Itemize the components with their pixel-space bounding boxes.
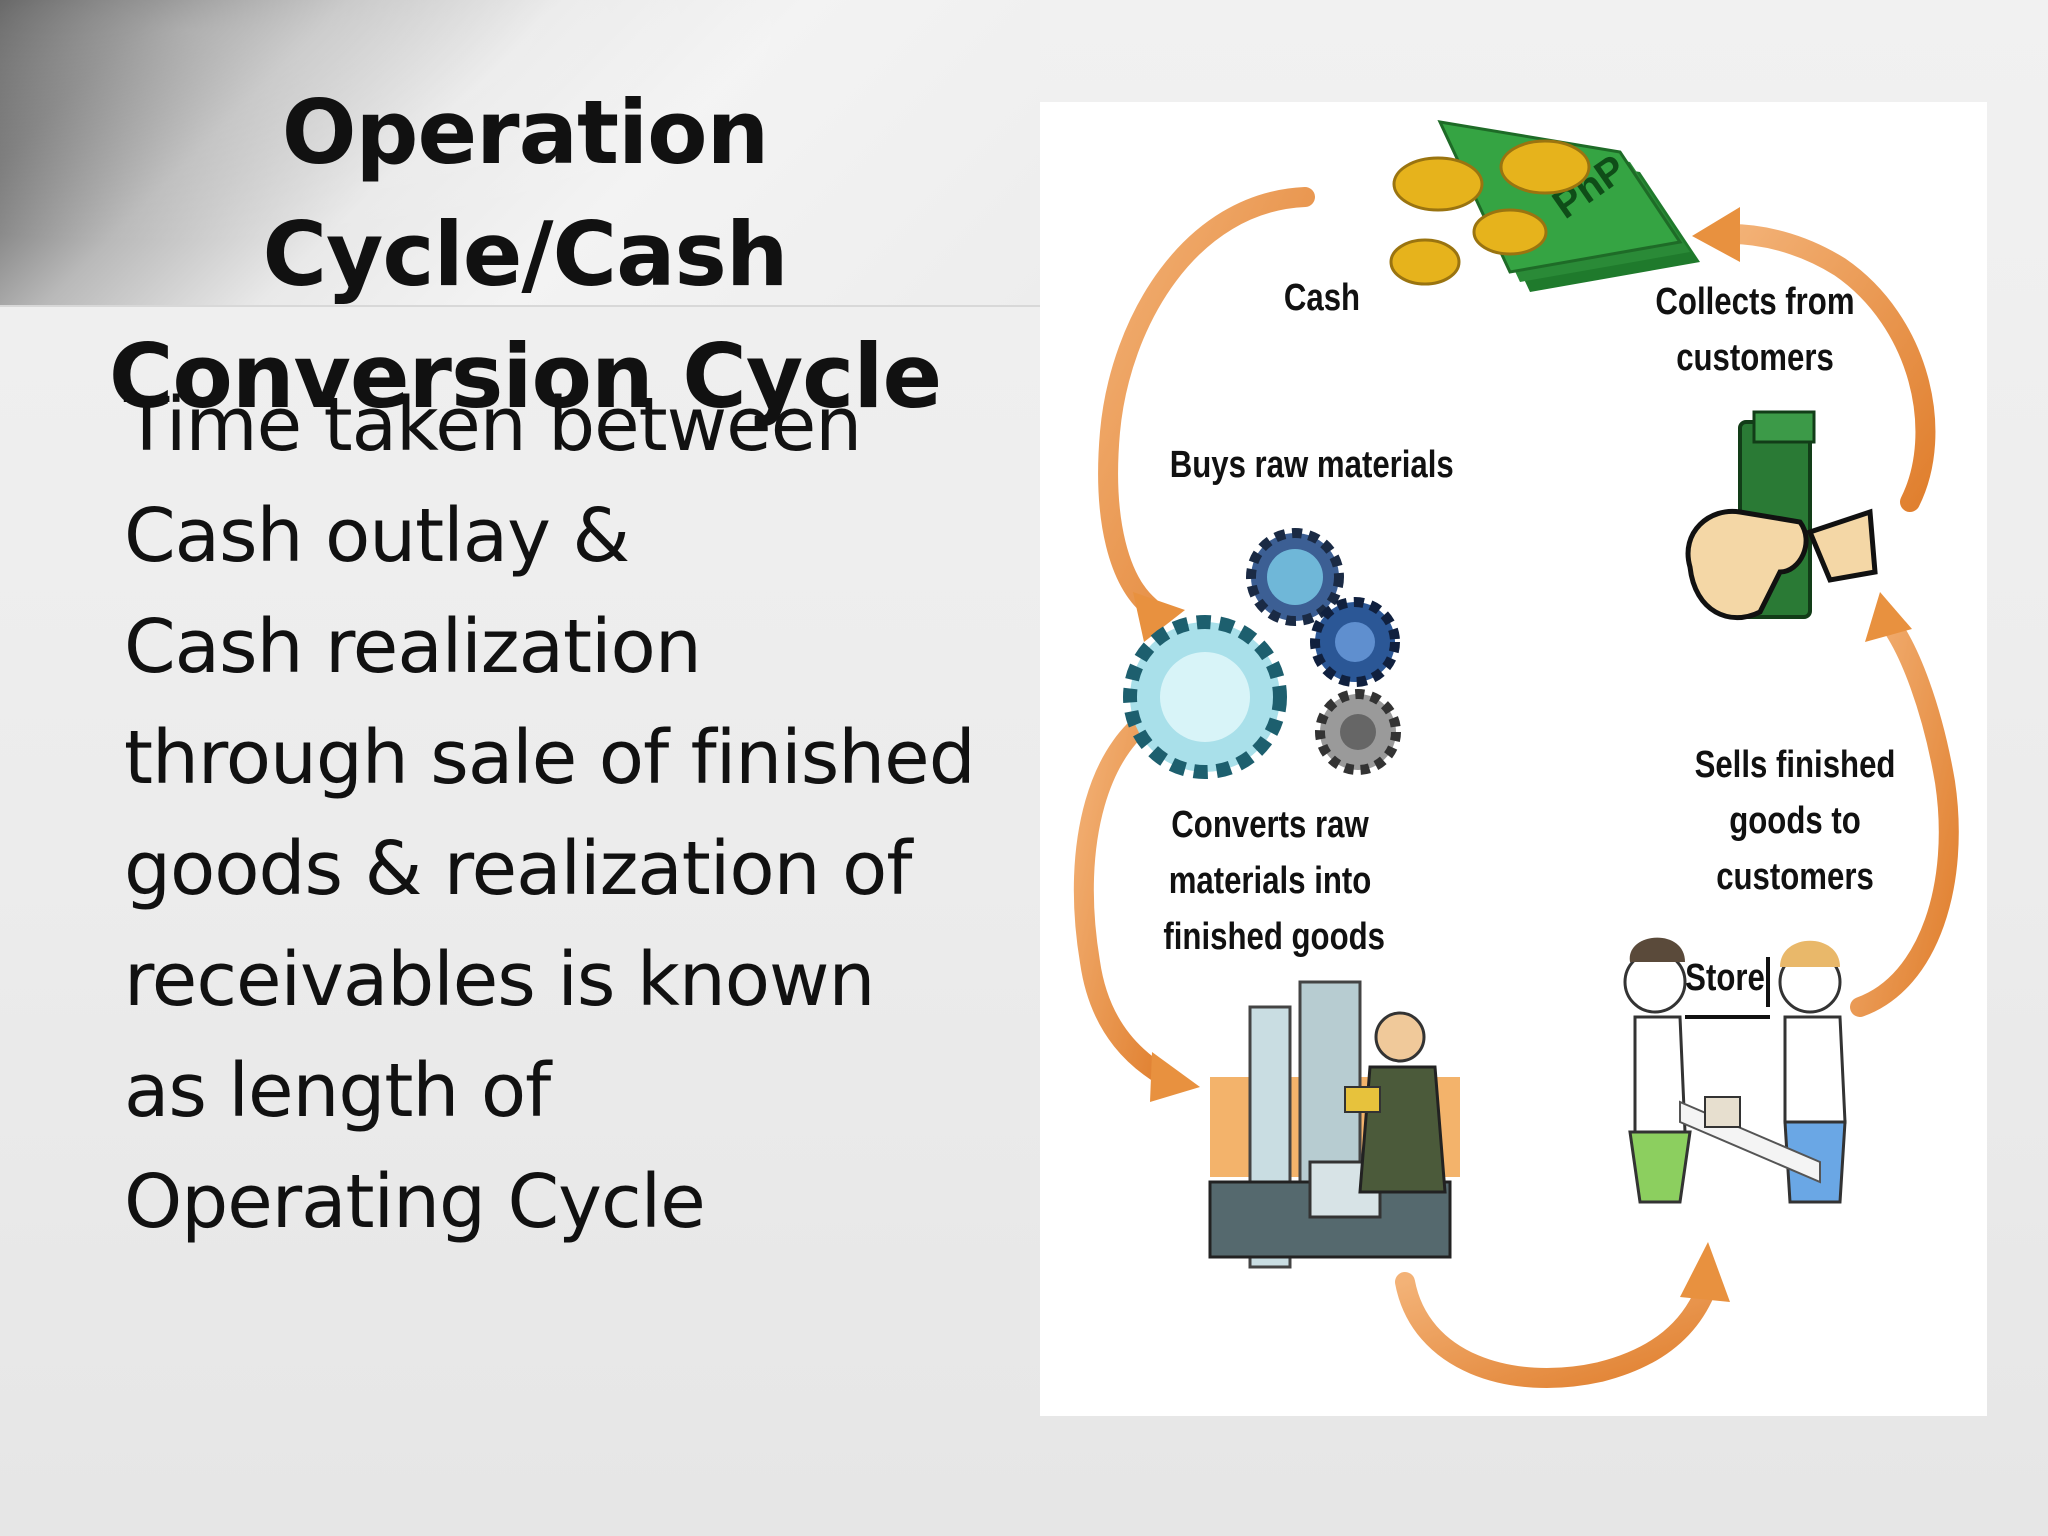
money-icon: PhP <box>1389 120 1700 292</box>
body-line: Time taken between <box>124 382 862 468</box>
store-scene-icon <box>1623 937 1847 1204</box>
body-line: Cash outlay & <box>124 493 630 579</box>
payment-hand-icon <box>1685 410 1878 621</box>
factory-worker-icon <box>1208 980 1460 1269</box>
label-store-sign: Store <box>1685 957 1765 999</box>
cycle-arrow-top-left <box>1098 187 1315 642</box>
label-cash: Cash <box>1283 277 1361 319</box>
cycle-arrow-right-lower <box>1850 592 1959 1017</box>
cycle-arrow-bottom <box>1395 1242 1730 1388</box>
operating-cycle-diagram: PhP <box>1040 102 1987 1416</box>
title-line-1: Operation Cycle/Cash <box>262 81 788 306</box>
body-line: goods & realization of <box>124 826 912 912</box>
body-line: Operating Cycle <box>124 1159 706 1245</box>
title-line-2: Conversion Cycle <box>108 325 942 428</box>
slide-body: Time taken between Cash outlay & Cash re… <box>124 370 1024 1258</box>
label-converts-raw-materials: Converts raw materials into finished goo… <box>1163 804 1385 958</box>
label-sells-finished-goods: Sells finished goods to customers <box>1694 744 1896 898</box>
body-line: through sale of finished <box>124 715 976 801</box>
cycle-arrow-top-right <box>1692 207 1936 512</box>
diagram-artwork: PhP <box>1073 120 1959 1388</box>
gears-icon <box>1123 528 1401 779</box>
label-buys-raw-materials: Buys raw materials <box>1169 444 1454 486</box>
body-line: as length of <box>124 1048 551 1134</box>
cycle-arrow-left-lower <box>1073 702 1200 1102</box>
label-collects-from-customers: Collects from customers <box>1655 281 1855 379</box>
slide-title: Operation Cycle/Cash Conversion Cycle <box>20 72 1030 438</box>
body-line: receivables is known <box>124 937 875 1023</box>
title-band <box>0 0 1040 307</box>
body-line: Cash realization <box>124 604 702 690</box>
